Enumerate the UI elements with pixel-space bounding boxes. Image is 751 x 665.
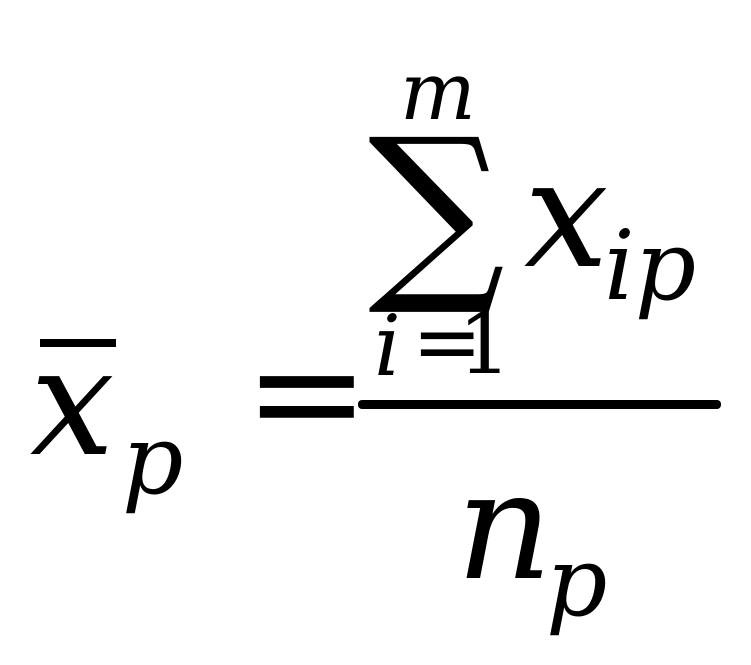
sum-lower-index: i [374,297,401,395]
sum-lower-value: 1 [458,295,512,393]
lhs-variable: x [30,316,115,490]
denominator-subscript: p [546,526,608,638]
summation-sign: ∑ [368,98,506,321]
lhs-subscript: p [122,404,184,516]
denominator-variable: n [456,440,553,614]
sum-lower-equals: = [412,293,483,391]
sum-upper-limit: m [400,45,476,138]
overline-bar [40,339,116,347]
fraction-bar [358,400,721,409]
summand-variable: x [524,128,609,302]
summand-subscript: ip [604,210,697,322]
equals-sign: = [244,306,370,480]
